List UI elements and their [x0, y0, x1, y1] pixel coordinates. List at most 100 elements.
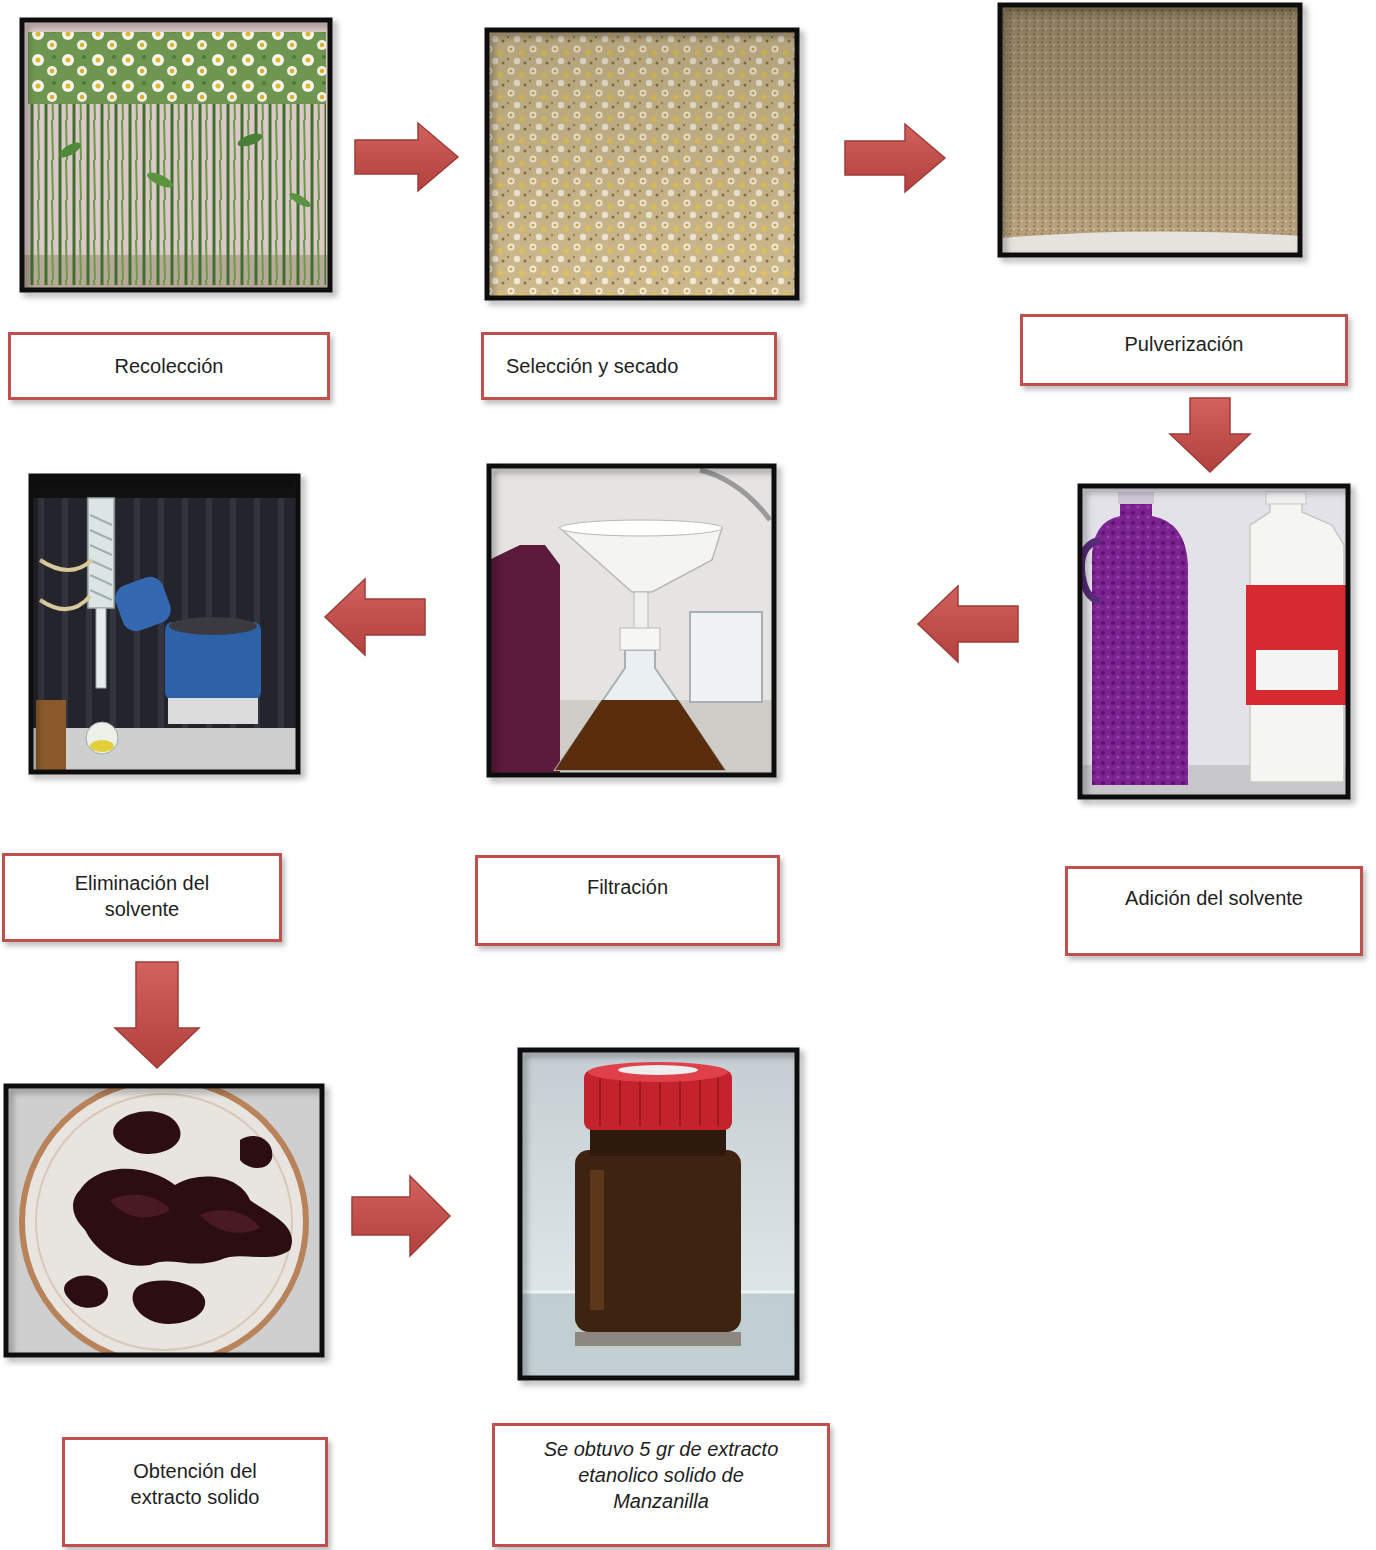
- photo-rotary-evaporator-detail-detail: [31, 728, 298, 772]
- step-label: Recolección: [115, 353, 224, 379]
- process-step: Se obtuvo 5 gr de extracto etanolico sol…: [492, 1050, 830, 1547]
- photo-solvent-detail-detail: [1266, 492, 1306, 504]
- photo-fresh-chamomile-detail: [22, 20, 330, 290]
- photo-solid-extract-detail-detail: [36, 1094, 292, 1350]
- photo-powder: [1000, 5, 1300, 255]
- photo-solvent-detail: [1080, 486, 1348, 797]
- photo-filtration-detail: [489, 466, 774, 775]
- photo-fresh-chamomile-detail-detail: [236, 131, 264, 149]
- photo-solid-extract-detail-detail: [22, 1086, 306, 1355]
- step-label-box: Se obtuvo 5 gr de extracto etanolico sol…: [492, 1423, 830, 1547]
- photo-solvent-detail-detail: [1092, 500, 1188, 785]
- photo-amber-jar: [520, 1050, 797, 1378]
- process-step: Pulverización: [1000, 5, 1348, 386]
- photo-fresh-chamomile-detail-detail: [22, 20, 330, 290]
- photo-amber-jar-detail-detail: [575, 1150, 741, 1332]
- photo-amber-jar-detail-detail: [520, 1050, 797, 1378]
- process-step: Filtración: [475, 466, 780, 946]
- step-label: Filtración: [587, 874, 668, 900]
- photo-rotary-evaporator-detail: [31, 476, 298, 772]
- photo-dried-flowers-detail-detail: [487, 30, 797, 298]
- photo-solid-extract-detail: [6, 1086, 322, 1355]
- block-arrow: [325, 579, 425, 655]
- step-label-box: Adición del solvente: [1065, 866, 1363, 956]
- block-arrow: [1170, 398, 1250, 472]
- photo-amber-jar-detail-detail: [590, 1170, 604, 1310]
- block-arrow: [845, 124, 945, 192]
- step-label-box: Recolección: [8, 332, 330, 400]
- photo-fresh-chamomile-detail-detail: [145, 170, 175, 191]
- photo-rotary-evaporator-detail-detail: [111, 573, 174, 635]
- photo-amber-jar-detail: [520, 1050, 797, 1378]
- photo-fresh-chamomile: [22, 20, 330, 290]
- block-arrow: [115, 962, 199, 1068]
- photo-filtration-detail-detail: [620, 628, 660, 650]
- photo-solvent-detail-detail: [1246, 585, 1348, 705]
- process-step: Selección y secado: [481, 30, 797, 400]
- photo-solvent-detail-detail: [1256, 650, 1338, 690]
- step-label-box: Pulverización: [1020, 314, 1348, 386]
- photo-filtration-detail-detail: [555, 650, 725, 770]
- photo-filtration-detail-detail: [489, 545, 560, 775]
- photo-amber-jar-detail: [520, 1050, 797, 1378]
- photo-rotary-evaporator-detail-detail: [31, 476, 298, 772]
- photo-solid-extract: [6, 1080, 322, 1364]
- photo-solvent-detail-detail: [1118, 492, 1154, 504]
- block-arrow: [352, 1176, 450, 1256]
- photo-solid-extract-detail-detail: [73, 1169, 292, 1266]
- step-label-box: Selección y secado: [481, 332, 777, 400]
- photo-solid-extract-detail-detail: [64, 1276, 108, 1308]
- photo-solid-extract-detail-detail: [110, 1195, 170, 1218]
- photo-rotary-evaporator-detail-detail: [40, 560, 92, 609]
- photo-rotary-evaporator-detail-detail: [169, 617, 257, 635]
- photo-amber-jar-detail-detail: [575, 1332, 741, 1346]
- photo-filtration-detail-detail: [560, 520, 722, 536]
- photo-powder-detail: [1000, 5, 1300, 255]
- process-step: Recolección: [8, 20, 330, 400]
- photo-rotary-evaporator-detail-detail: [88, 498, 114, 608]
- process-step: Adición del solvente: [1065, 486, 1363, 956]
- photo-fresh-chamomile-detail-detail: [28, 32, 326, 104]
- photo-rotary-evaporator-detail-detail: [86, 722, 118, 754]
- step-label-box: Obtención del extracto solido: [62, 1437, 328, 1547]
- photo-solid-extract-detail-detail: [133, 1280, 206, 1324]
- photo-rotary-evaporator-detail-detail: [36, 700, 66, 772]
- photo-solid-extract-detail-detail: [240, 1136, 272, 1168]
- photo-rotary-evaporator-detail-detail: [96, 608, 106, 688]
- photo-solvent: [1080, 486, 1348, 797]
- photo-solvent-detail-detail: [1081, 540, 1100, 600]
- photo-amber-jar-detail-detail: [618, 1065, 698, 1075]
- process-step: Obtención del extracto solido: [6, 1086, 328, 1547]
- photo-rotary-evaporator-detail-detail: [168, 698, 258, 724]
- photo-solvent-detail-detail: [1080, 486, 1348, 797]
- photo-filtration-detail-detail: [690, 612, 762, 702]
- photo-solvent-detail: [1080, 486, 1348, 797]
- photo-amber-jar-detail-detail: [600, 1078, 718, 1126]
- step-label: Eliminación del solvente: [52, 870, 232, 922]
- photo-fresh-chamomile-detail-detail: [57, 140, 83, 161]
- photo-rotary-evaporator-detail-detail: [90, 740, 114, 752]
- photo-rotary-evaporator-detail-detail: [31, 498, 298, 772]
- photo-filtration-detail-detail: [700, 470, 770, 520]
- photo-filtration-detail-detail: [560, 528, 722, 592]
- step-label: Se obtuvo 5 gr de extracto etanolico sol…: [530, 1436, 792, 1514]
- block-arrow: [355, 123, 458, 191]
- photo-amber-jar-detail-detail: [588, 1062, 728, 1082]
- photo-fresh-chamomile-detail-detail: [288, 191, 313, 210]
- photo-fresh-chamomile-detail: [22, 20, 330, 290]
- photo-dried-flowers-detail: [487, 30, 797, 298]
- photo-rotary-evaporator-detail: [31, 476, 298, 772]
- photo-powder-detail-detail: [1000, 5, 1300, 255]
- photo-filtration-detail: [489, 466, 774, 775]
- process-step: Eliminación del solvente: [2, 476, 298, 942]
- photo-solid-extract-detail: [6, 1086, 322, 1355]
- photo-filtration-detail-detail: [489, 466, 774, 775]
- photo-dried-flowers-detail-detail: [487, 30, 797, 298]
- photo-solid-extract-detail-detail: [200, 1210, 260, 1232]
- photo-powder-detail: [1000, 5, 1300, 255]
- photo-powder-detail-detail: [1000, 5, 1300, 255]
- photo-rotary-evaporator: [31, 476, 298, 772]
- photo-filtration: [489, 466, 774, 775]
